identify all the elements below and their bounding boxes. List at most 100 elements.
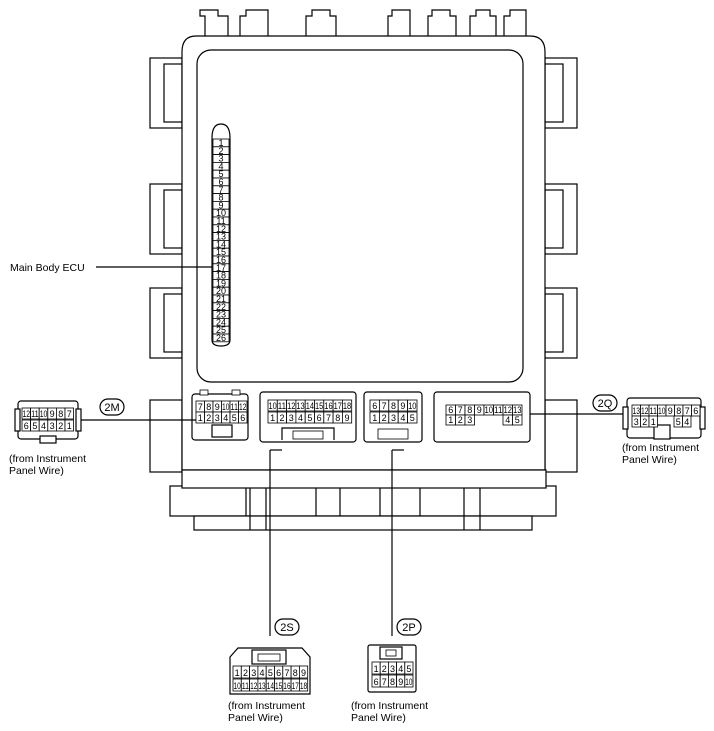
ecu-base — [169, 469, 557, 531]
plug-2q-pin-number: 1 — [651, 417, 656, 427]
ecu-label: Main Body ECU — [10, 262, 85, 274]
plug-2s-cell — [298, 665, 309, 679]
tag-2p: 2P — [396, 618, 422, 636]
board-2q-cell — [464, 414, 475, 426]
plug-2q-pin-number: 8 — [676, 406, 681, 416]
fuse-slot-number: 23 — [216, 310, 226, 320]
fuse-slot-number: 7 — [218, 185, 223, 195]
fuse-slot-number: 3 — [218, 154, 223, 164]
plug-2s-pin-number: 5 — [268, 668, 273, 678]
board-2s-cell — [341, 399, 353, 412]
board-2q-pin-number: 13 — [513, 405, 522, 415]
plug-2m-cell — [64, 407, 75, 420]
board-2s-pin-number: 9 — [345, 413, 350, 423]
fuse-slot — [212, 333, 230, 343]
board-2s-pin-number: 11 — [278, 401, 286, 411]
plug-2p-pin-number: 3 — [390, 664, 395, 674]
fuse-slot-number: 6 — [218, 177, 223, 187]
board-2m-pin-number: 5 — [232, 413, 237, 423]
board-2m-cell — [238, 411, 248, 424]
fuse-slot-number: 5 — [218, 169, 223, 179]
fuse-slot-number: 2 — [218, 146, 223, 156]
plug-2q-pin-number: 13 — [633, 406, 641, 416]
plug-2p-pin-number: 8 — [390, 677, 395, 687]
board-2p-cell — [407, 399, 418, 412]
plug-2s-pin-number: 12 — [250, 681, 257, 691]
fuse-slot-number: 4 — [218, 161, 223, 171]
fuse-slot-number: 12 — [216, 224, 226, 234]
plug-2m-pin-number: 6 — [24, 421, 29, 431]
plug-2q-pin-number: 10 — [658, 406, 666, 416]
board-2m-pin-number: 12 — [239, 402, 247, 412]
plug-2p-pin-number: 5 — [406, 664, 411, 674]
board-2s-pin-number: 12 — [287, 401, 295, 411]
board-2q-pin-number: 3 — [467, 415, 472, 425]
board-2q-cell — [512, 414, 523, 426]
plug-2p-pin-number: 9 — [398, 677, 403, 687]
board-2p-pin-number: 10 — [408, 401, 416, 411]
board-2p-pin-number: 3 — [391, 413, 396, 423]
plug-2q-cell — [682, 415, 692, 428]
svg-text:2S: 2S — [280, 622, 293, 634]
board-2s-pin-number: 1 — [270, 413, 275, 423]
plug-2m-cell — [64, 419, 75, 432]
source-2q-line1: (from Instrument — [622, 442, 699, 454]
fuse-slot-number: 11 — [216, 216, 225, 226]
board-2s-pin-number: 4 — [298, 413, 303, 423]
fuse-slot-number: 17 — [216, 263, 226, 273]
board-2s-pin-number: 17 — [334, 401, 342, 411]
board-2s-pin-number: 14 — [306, 401, 314, 411]
svg-text:2P: 2P — [402, 622, 415, 634]
board-2q-pin-number: 1 — [448, 415, 453, 425]
board-2m-pin-number: 11 — [231, 402, 239, 412]
fuse-slot-number: 9 — [218, 200, 223, 210]
plug-2m-pin-number: 9 — [50, 409, 55, 419]
board-2s-pin-number: 2 — [279, 413, 284, 423]
board-2s-cell — [341, 411, 353, 424]
board-2m-pin-number: 6 — [240, 413, 245, 423]
tag-2m: 2M — [99, 398, 125, 416]
plug-2q-pin-number: 4 — [684, 417, 689, 427]
board-2m-pin-number: 9 — [215, 402, 220, 412]
board-2p-pin-number: 6 — [372, 401, 377, 411]
board-2m-pin-number: 3 — [215, 413, 220, 423]
plug-2q-pin-number: 9 — [668, 406, 673, 416]
board-2m-pin-number: 8 — [206, 402, 211, 412]
plug-2s-pin-number: 1 — [235, 668, 240, 678]
plug-2s-cell — [298, 678, 309, 692]
plug-2s-pin-number: 7 — [284, 668, 289, 678]
plug-2p-pin-number: 6 — [374, 677, 379, 687]
fuse-slot-number: 14 — [216, 239, 226, 249]
fuse-slot-number: 1 — [218, 138, 223, 148]
plug-2s-pin-number: 11 — [242, 681, 249, 691]
board-2p-cell — [407, 411, 418, 424]
board-2p-pin-number: 8 — [391, 401, 396, 411]
source-2s-line1: (from Instrument — [228, 700, 305, 712]
plug-2q-pin-number: 12 — [641, 406, 649, 416]
plug-2p-pin-number: 4 — [398, 664, 403, 674]
plug-2s-pin-number: 9 — [301, 668, 306, 678]
board-2q-pin-number: 7 — [458, 405, 463, 415]
plug-2p-cell — [404, 661, 414, 675]
board-2q-pin-number: 6 — [448, 405, 453, 415]
plug-2q-pin-number: 5 — [676, 417, 681, 427]
board-2q-pin-number: 9 — [477, 405, 482, 415]
board-2s-pin-number: 10 — [269, 401, 277, 411]
board-2q-pin-number: 12 — [504, 405, 513, 415]
fuse-slot-number: 8 — [218, 193, 223, 203]
board-2s-pin-number: 15 — [315, 401, 323, 411]
board-2s-pin-number: 8 — [335, 413, 340, 423]
board-2p-pin-number: 7 — [382, 401, 387, 411]
source-2m-line1: (from Instrument — [9, 453, 86, 465]
fuse-slot-number: 19 — [216, 278, 226, 288]
source-2m-line2: Panel Wire) — [9, 465, 64, 477]
fuse-slot-number: 21 — [216, 294, 226, 304]
plug-2m-pin-number: 4 — [41, 421, 46, 431]
svg-text:2Q: 2Q — [598, 398, 613, 410]
plug-2m-pin-number: 11 — [31, 409, 39, 419]
board-2s-pin-number: 3 — [289, 413, 294, 423]
